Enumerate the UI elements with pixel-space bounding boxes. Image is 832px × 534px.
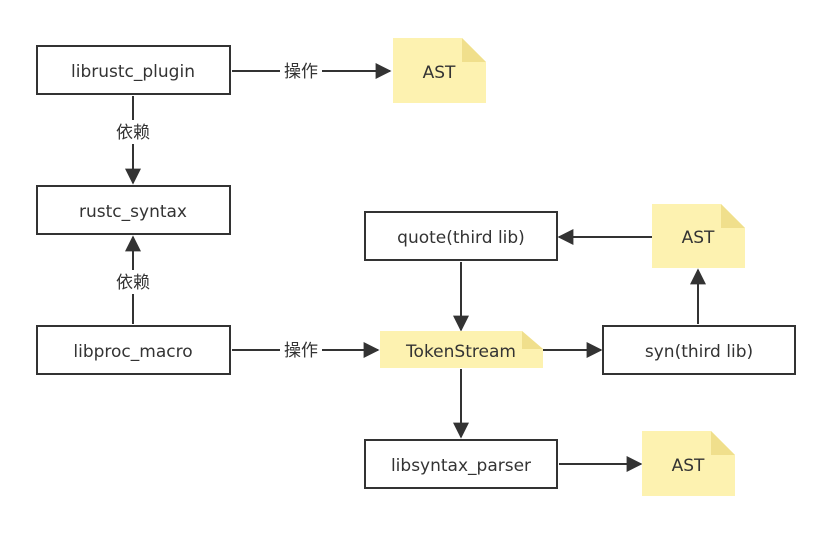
note-tokenstream[interactable]: TokenStream — [380, 331, 543, 368]
note-ast-bottom[interactable]: AST — [642, 431, 735, 496]
box-librustc-plugin-label: librustc_plugin — [71, 62, 195, 82]
note-ast-right[interactable]: AST — [652, 204, 745, 268]
note-ast-bottom-label: AST — [672, 456, 705, 476]
box-libproc-macro[interactable]: libproc_macro — [36, 325, 231, 375]
box-librustc-plugin[interactable]: librustc_plugin — [36, 45, 231, 95]
edge-label-operate-middle: 操作 — [284, 341, 318, 361]
note-ast-right-label: AST — [682, 228, 715, 248]
edge-label-operate-top-group: 操作 — [280, 60, 322, 82]
edge-label-depend-upper: 依赖 — [116, 123, 150, 143]
box-syn[interactable]: syn(third lib) — [602, 325, 796, 375]
edge-label-depend-upper-group: 依赖 — [112, 120, 154, 144]
box-quote[interactable]: quote(third lib) — [364, 211, 558, 261]
box-libsyntax-parser[interactable]: libsyntax_parser — [364, 439, 558, 489]
box-libproc-macro-label: libproc_macro — [73, 342, 192, 362]
box-quote-label: quote(third lib) — [397, 228, 525, 248]
edges — [125, 63, 706, 472]
box-libsyntax-parser-label: libsyntax_parser — [391, 456, 531, 476]
edge-label-operate-middle-group: 操作 — [280, 339, 322, 361]
box-rustc-syntax-label: rustc_syntax — [79, 202, 187, 222]
edge-label-depend-lower-group: 依赖 — [112, 270, 154, 294]
note-ast-top[interactable]: AST — [393, 38, 486, 103]
note-ast-top-label: AST — [423, 63, 456, 83]
box-rustc-syntax[interactable]: rustc_syntax — [36, 185, 231, 235]
note-tokenstream-label: TokenStream — [405, 342, 516, 362]
box-syn-label: syn(third lib) — [645, 342, 753, 362]
edge-label-operate-top: 操作 — [284, 62, 318, 82]
edge-label-depend-lower: 依赖 — [116, 273, 150, 293]
